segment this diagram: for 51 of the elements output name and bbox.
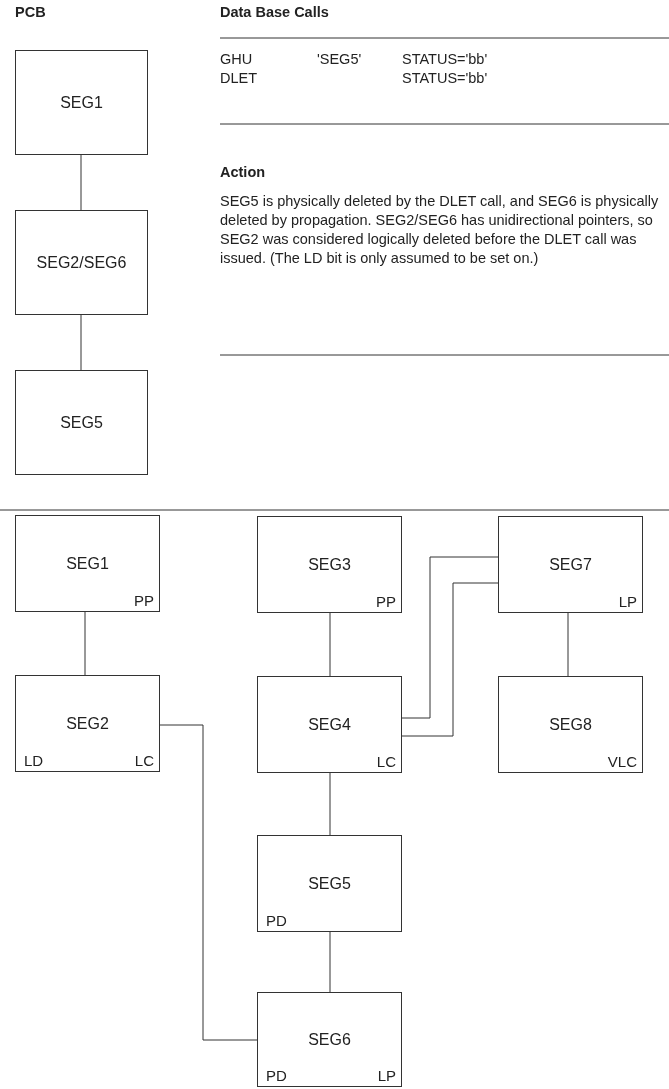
segment-name: SEG3 (307, 555, 352, 574)
status-value: STATUS='bb' (402, 51, 488, 67)
section-heading: PCB (15, 4, 46, 20)
segment-box (498, 516, 643, 613)
segment-name: SEG1 (59, 93, 104, 112)
pointer-code: LD (24, 752, 44, 769)
connector-line (159, 724, 258, 1041)
segment-name: SEG2/SEG6 (35, 253, 128, 272)
action-paragraph: SEG5 is physically deleted by the DLET call, and SEG6 is physically deleted by propagation. SEG2/SEG6 has unidirectional pointers, so SEG2 was considered logically deleted before the DLET call was issued. (The LD bit is only assumed to be set on.) (220, 192, 660, 268)
call-name: GHU (220, 51, 253, 67)
segment-box (15, 50, 148, 155)
pointer-code: LP (618, 593, 637, 610)
connector-line (401, 582, 499, 737)
segment-box (257, 835, 402, 932)
segment-box (257, 676, 402, 773)
segment-box (15, 370, 148, 475)
pointer-code: PD (266, 1067, 287, 1084)
segment-box (15, 210, 148, 315)
status-value: STATUS='bb' (402, 70, 488, 86)
segment-name: SEG7 (548, 555, 593, 574)
connector-line (401, 556, 499, 719)
pointer-code: VLC (607, 753, 637, 770)
connector-line (329, 612, 331, 677)
segment-name: SEG5 (59, 413, 104, 432)
pointer-code: LC (134, 752, 154, 769)
segment-box (15, 675, 160, 772)
connector-line (80, 314, 82, 371)
pointer-code: PP (134, 592, 154, 609)
segment-argument: 'SEG5' (317, 51, 362, 67)
segment-box (257, 992, 402, 1087)
segment-box (15, 515, 160, 612)
segment-name: SEG5 (307, 874, 352, 893)
pointer-code: PD (266, 912, 287, 929)
segment-name: SEG8 (548, 715, 593, 734)
connector-line (84, 611, 86, 676)
call-name: DLET (220, 70, 258, 86)
pointer-code: LP (377, 1067, 396, 1084)
section-heading: Action (220, 164, 266, 180)
segment-name: SEG6 (307, 1030, 352, 1049)
connector-line (329, 772, 331, 836)
pointer-code: LC (376, 753, 396, 770)
pointer-code: PP (376, 593, 396, 610)
segment-name: SEG4 (307, 715, 352, 734)
connector-line (567, 612, 569, 677)
section-heading: Data Base Calls (220, 4, 329, 20)
connector-line (329, 931, 331, 993)
segment-name: SEG2 (65, 714, 110, 733)
segment-box (498, 676, 643, 773)
connector-line (80, 154, 82, 211)
segment-box (257, 516, 402, 613)
segment-name: SEG1 (65, 554, 110, 573)
